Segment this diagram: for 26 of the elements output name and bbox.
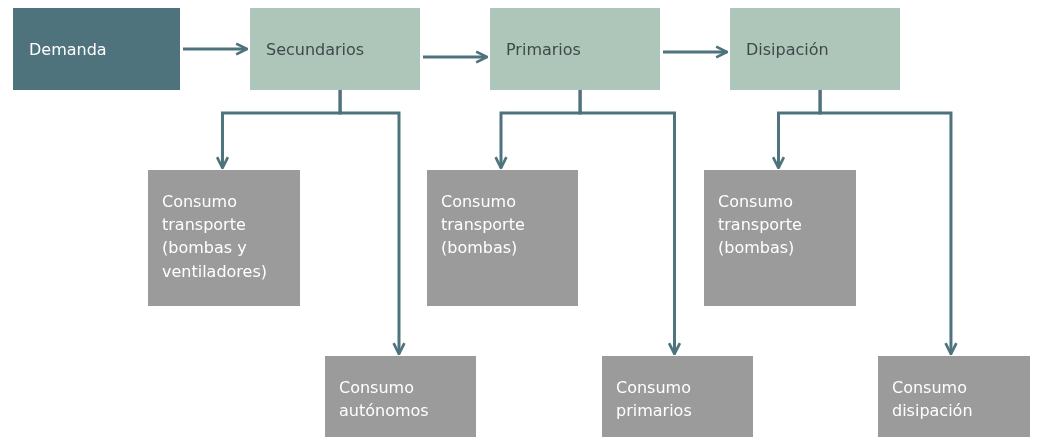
arrow [423, 50, 489, 64]
node-label: Consumo disipación [892, 378, 973, 421]
consumer-box [325, 356, 476, 437]
node-label: Consumo transporte (bombas) [441, 192, 525, 258]
node-label: Disipación [746, 40, 829, 59]
arrow [578, 90, 682, 356]
node-label: Secundarios [266, 40, 365, 59]
consumer-box [602, 356, 753, 437]
node-label: Consumo transporte (bombas y ventiladores) [162, 192, 267, 281]
arrow [183, 42, 249, 56]
arrow [818, 90, 958, 356]
node-label: Demanda [29, 40, 107, 59]
stage-box [250, 8, 420, 90]
consumer-box [148, 170, 300, 306]
node-label: Consumo transporte (bombas) [718, 192, 802, 258]
stage-box [730, 8, 900, 90]
node-label: Primarios [506, 40, 581, 59]
node-label: Consumo autónomos [339, 378, 429, 421]
consumer-box [427, 170, 578, 306]
arrow [338, 90, 406, 356]
arrow [663, 45, 729, 59]
node-label: Consumo primarios [616, 378, 692, 421]
source-box [13, 8, 180, 90]
stage-box [490, 8, 660, 90]
consumer-box [878, 356, 1030, 437]
consumer-box [704, 170, 856, 306]
